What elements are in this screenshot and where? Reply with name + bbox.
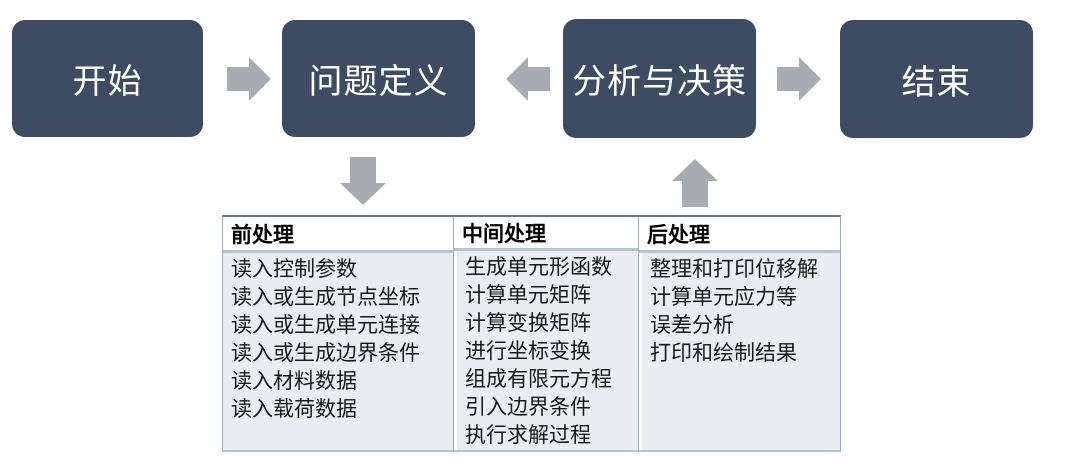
column-item: 引入边界条件 (465, 396, 591, 419)
column-item: 读入材料数据 (231, 370, 357, 393)
column-item: 读入控制参数 (231, 258, 357, 281)
column-item: 整理和打印位移解 (650, 258, 818, 281)
column-header: 前处理 (223, 217, 453, 253)
column-body: 读入控制参数读入或生成节点坐标读入或生成单元连接读入或生成边界条件读入材料数据读… (223, 253, 453, 450)
column-item: 读入或生成边界条件 (231, 342, 420, 365)
column-header: 后处理 (639, 217, 840, 253)
column-item: 读入载荷数据 (231, 398, 357, 421)
process-table-column: 中间处理生成单元形函数计算单元矩阵计算变换矩阵进行坐标变换组成有限元方程引入边界… (453, 217, 638, 450)
column-item: 计算变换矩阵 (465, 312, 591, 335)
arrow-right-icon (777, 57, 821, 101)
column-item: 计算单元应力等 (650, 286, 797, 309)
column-header: 中间处理 (454, 217, 638, 251)
process-table-column: 前处理读入控制参数读入或生成节点坐标读入或生成单元连接读入或生成边界条件读入材料… (223, 217, 453, 450)
column-item: 生成单元形函数 (465, 256, 612, 279)
column-item: 进行坐标变换 (465, 340, 591, 363)
column-item: 误差分析 (650, 314, 734, 337)
column-item: 读入或生成节点坐标 (231, 286, 420, 309)
column-body: 整理和打印位移解计算单元应力等误差分析打印和绘制结果 (639, 253, 840, 450)
column-item: 读入或生成单元连接 (231, 314, 420, 337)
arrow-left-icon (506, 57, 550, 101)
column-item: 执行求解过程 (465, 424, 591, 447)
arrow-up-icon (672, 159, 718, 207)
column-item: 打印和绘制结果 (650, 342, 797, 365)
column-item: 计算单元矩阵 (465, 284, 591, 307)
arrow-right-icon (227, 57, 271, 101)
node-analysis-decision: 分析与决策 (563, 19, 756, 138)
node-problem-definition: 问题定义 (282, 20, 475, 137)
process-table-column: 后处理整理和打印位移解计算单元应力等误差分析打印和绘制结果 (638, 217, 840, 450)
process-table: 前处理读入控制参数读入或生成节点坐标读入或生成单元连接读入或生成边界条件读入材料… (222, 215, 841, 452)
arrow-down-icon (340, 157, 386, 205)
column-item: 组成有限元方程 (465, 368, 612, 391)
node-end: 结束 (840, 20, 1033, 138)
node-start: 开始 (12, 20, 203, 137)
column-body: 生成单元形函数计算单元矩阵计算变换矩阵进行坐标变换组成有限元方程引入边界条件执行… (454, 251, 638, 450)
